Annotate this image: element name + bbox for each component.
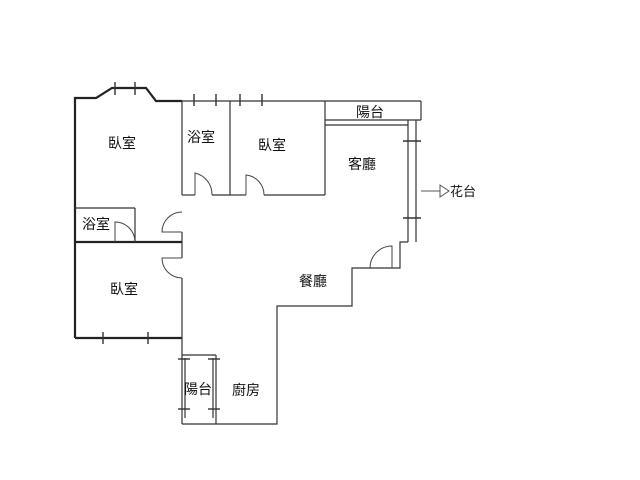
terrace-arrow — [421, 184, 450, 198]
room-label-bathroom-1: 浴室 — [187, 129, 215, 146]
room-label-bedroom-1: 臥室 — [108, 135, 136, 152]
room-label-dining-room: 餐廳 — [299, 273, 327, 290]
window-ticks — [102, 82, 421, 410]
room-label-kitchen: 廚房 — [232, 382, 260, 399]
label-garden-terrace: 花台 — [450, 184, 476, 200]
interior-walls — [75, 101, 326, 424]
room-label-bathroom-2: 浴室 — [82, 216, 110, 233]
room-label-living-room: 客廳 — [348, 156, 376, 173]
room-label-bedroom-2: 臥室 — [258, 137, 286, 154]
room-label-balcony-bottom: 陽台 — [184, 382, 212, 398]
doors — [114, 172, 393, 279]
room-label-balcony-top: 陽台 — [356, 105, 384, 121]
room-label-bedroom-3: 臥室 — [110, 281, 138, 298]
